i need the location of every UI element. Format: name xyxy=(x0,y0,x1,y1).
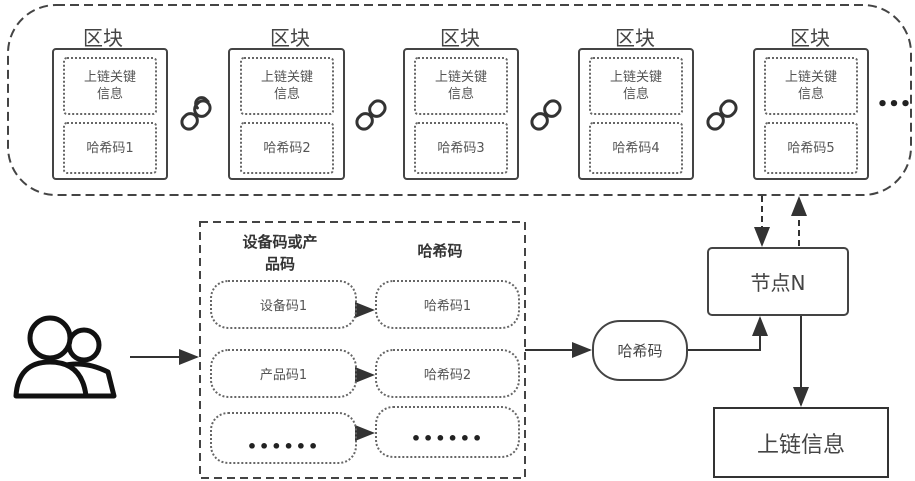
block-hash: 哈希码5 xyxy=(764,122,858,174)
users-icon xyxy=(13,315,117,399)
block-label: 区块 xyxy=(440,25,480,50)
node-n-box: 节点N xyxy=(707,247,849,316)
block-info: 上链关键信息 xyxy=(414,57,508,115)
block-info: 上链关键信息 xyxy=(240,57,334,115)
block-label: 区块 xyxy=(615,25,655,50)
hash-code-pill: 哈希码 xyxy=(592,320,688,381)
chain-link-icon xyxy=(706,99,738,131)
onchain-info-box: 上链信息 xyxy=(713,407,889,478)
left-column-header: 设备码或产品码 xyxy=(242,233,318,273)
block-hash: 哈希码2 xyxy=(240,122,334,174)
block-label: 区块 xyxy=(270,25,310,50)
more-blocks-ellipsis: ••• xyxy=(876,93,912,115)
product-code-item: 产品码1 xyxy=(210,349,357,398)
chain-link-icon xyxy=(180,96,212,131)
block-label: 区块 xyxy=(790,25,830,50)
block-hash: 哈希码1 xyxy=(63,122,157,174)
more-hashes-item: •••••• xyxy=(375,406,520,458)
right-column-header: 哈希码 xyxy=(417,242,463,260)
block-hash: 哈希码4 xyxy=(589,122,683,174)
mapping-container xyxy=(199,221,526,479)
block-label: 区块 xyxy=(83,25,123,50)
block-info: 上链关键信息 xyxy=(63,57,157,115)
chain-link-icon xyxy=(355,99,387,131)
block-info: 上链关键信息 xyxy=(764,57,858,115)
blockchain-container xyxy=(7,4,912,196)
chain-link-icons xyxy=(180,96,738,131)
device-code-item: 设备码1 xyxy=(210,280,357,329)
block-hash: 哈希码3 xyxy=(414,122,508,174)
hash-code-item: 哈希码1 xyxy=(375,280,520,329)
block-info: 上链关键信息 xyxy=(589,57,683,115)
more-codes-item: •••••• xyxy=(210,412,357,464)
chain-link-icon xyxy=(530,99,562,131)
hash-to-node-arrow xyxy=(688,316,768,351)
hash-code-item: 哈希码2 xyxy=(375,349,520,398)
